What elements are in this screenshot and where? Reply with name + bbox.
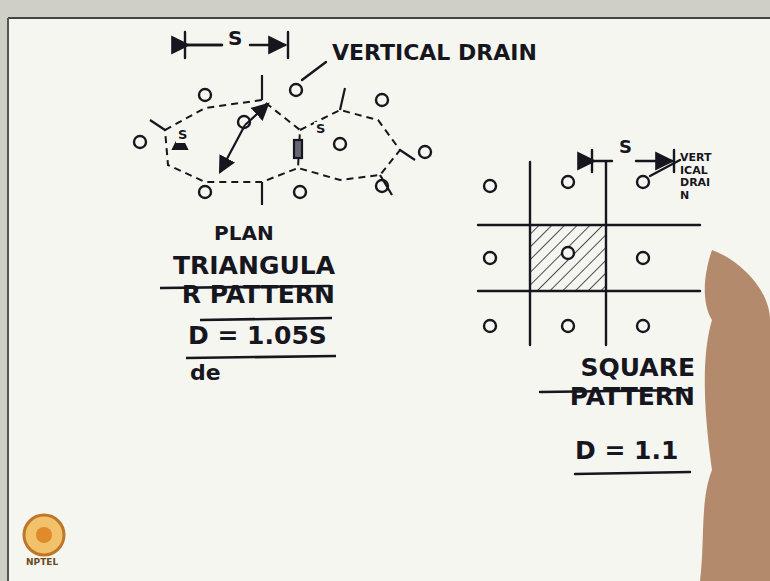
logo [24, 515, 64, 555]
view-label: PLAN [214, 222, 274, 245]
callout-label: VERTICAL DRAIN [680, 152, 712, 203]
spacing-label: S [314, 122, 327, 137]
formula: D = 1.05S [188, 322, 327, 351]
formula: D = 1.1 [575, 437, 678, 466]
dimension-label: S [226, 27, 244, 50]
spacing-label: S [176, 128, 189, 143]
symbol-label: de [190, 360, 221, 385]
dimension-label: S [617, 137, 634, 158]
hand [700, 250, 770, 581]
pattern-title: TRIANGULAR PATTERN [160, 252, 335, 310]
pattern-title: SQUARE PATTERN [540, 354, 695, 412]
paper-sheet [8, 18, 770, 581]
callout-label: VERTICAL DRAIN [332, 40, 537, 65]
watermark: NPTEL [26, 557, 58, 567]
